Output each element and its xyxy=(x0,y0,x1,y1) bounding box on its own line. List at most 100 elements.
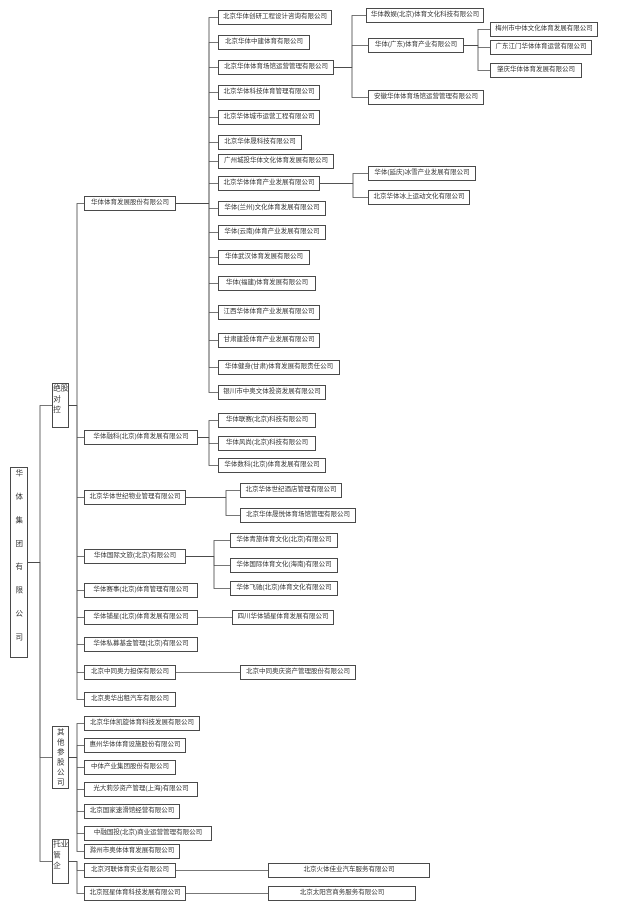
org-node-J2: 北京太阳宫商务服务有限公司 xyxy=(268,886,416,901)
connector-L3_1-A8 xyxy=(176,183,218,204)
org-node-A15: 华体健身(甘肃)体育发展有限责任公司 xyxy=(218,360,340,375)
org-node-B2: 华体风尚(北京)科技有限公司 xyxy=(218,436,316,451)
org-node-T1: 北京河联体育实业有限公司 xyxy=(84,863,176,878)
org-node-H2: 北京华体冰上运动文化有限公司 xyxy=(368,190,470,205)
org-node-A14: 甘肃建投体育产业发展有限公司 xyxy=(218,333,320,348)
org-node-D1: 华体青旅体育文化(北京)有限公司 xyxy=(230,533,338,548)
org-node-E1: 四川华体铺星体育发展有限公司 xyxy=(232,610,334,625)
org-node-D2: 华体国际体育文化(海南)有限公司 xyxy=(230,558,338,573)
connector-L3_3-C1 xyxy=(186,490,240,498)
connector-A3-G1 xyxy=(334,15,366,68)
connector-A3-G3 xyxy=(334,67,368,98)
connector-L3_1-A14 xyxy=(176,203,218,341)
org-node-O7: 滁州市奥体体育发展有限公司 xyxy=(84,844,180,859)
org-node-H1: 华体(延庆)冰雪产业发展有限公司 xyxy=(368,166,476,181)
org-node-O5: 北京国家速滑馆经营有限公司 xyxy=(84,804,180,819)
connector-juedui-L3_6 xyxy=(69,405,84,618)
connector-tuoguan-T1 xyxy=(69,861,84,871)
connector-L3_1-A4 xyxy=(176,92,218,204)
org-node-A11: 华体武汉体育发展有限公司 xyxy=(218,250,310,265)
connector-A8-H2 xyxy=(320,183,368,198)
org-node-T2: 北京冠星体育科技发展有限公司 xyxy=(84,886,186,901)
connector-juedui-L3_8 xyxy=(69,405,84,673)
org-node-O3: 中体产业集团股份有限公司 xyxy=(84,760,176,775)
org-node-tuoguan: 托管企业 xyxy=(52,839,69,884)
org-node-B1: 华体联赛(北京)科技有限公司 xyxy=(218,413,316,428)
connector-L3_1-A3 xyxy=(176,67,218,204)
org-node-G3: 安徽华体体育场馆运营管理有限公司 xyxy=(368,90,484,105)
connector-L3_2-B1 xyxy=(198,420,218,438)
org-node-A9: 华体(兰州)文化体育发展有限公司 xyxy=(218,201,326,216)
org-node-L3_5: 华体赛事(北京)体育管理有限公司 xyxy=(84,583,198,598)
connector-root-qita xyxy=(28,562,52,758)
org-node-A13: 江西华体体育产业发展有限公司 xyxy=(218,305,320,320)
org-node-L3_6: 华体铺星(北京)体育发展有限公司 xyxy=(84,610,198,625)
connector-root-juedui xyxy=(28,405,52,563)
connector-L3_4-D2 xyxy=(186,556,230,566)
org-node-L3_8: 北京中同奥力担保有限公司 xyxy=(84,665,176,680)
org-node-I1: 梅州市中体文化体育发展有限公司 xyxy=(490,22,598,37)
org-node-I2: 广东江门华体体育运营有限公司 xyxy=(490,40,592,55)
org-node-O2: 惠州华体体育设施股份有限公司 xyxy=(84,738,186,753)
connector-L3_1-A16 xyxy=(176,203,218,393)
connector-A8-H1 xyxy=(320,173,368,184)
org-node-root: 华体集团有限公司 xyxy=(10,467,28,658)
org-node-O4: 光大莉莎资产管理(上海)有限公司 xyxy=(84,782,198,797)
org-node-A4: 北京华体科技体育管理有限公司 xyxy=(218,85,320,100)
connector-L3_2-B3 xyxy=(198,437,218,466)
connector-juedui-L3_5 xyxy=(69,405,84,591)
org-node-A8: 北京华体体育产业发展有限公司 xyxy=(218,176,320,191)
org-node-A5: 北京华体城市运营工程有限公司 xyxy=(218,110,320,125)
org-node-O1: 北京华体凯旋体育科技发展有限公司 xyxy=(84,716,200,731)
connector-L3_2-B2 xyxy=(198,437,218,444)
org-node-L3_4: 华体国际文旅(北京)有限公司 xyxy=(84,549,186,564)
connector-juedui-L3_9 xyxy=(69,405,84,700)
connector-L3_1-A7 xyxy=(176,161,218,204)
connector-L3_1-A2 xyxy=(176,42,218,204)
org-node-I3: 肇庆华体体育发展有限公司 xyxy=(490,63,582,78)
connector-G2-I1 xyxy=(464,29,490,46)
org-node-L3_1: 华体体育发展股份有限公司 xyxy=(84,196,176,211)
connector-root-tuoguan xyxy=(28,562,52,862)
connector-L3_1-A12 xyxy=(176,203,218,284)
org-node-A2: 北京华体中建体育有限公司 xyxy=(218,35,310,50)
org-node-G1: 华体教娱(北京)体育文化科技有限公司 xyxy=(366,8,484,23)
org-node-A16: 银川市中奥文体投资发展有限公司 xyxy=(218,385,326,400)
connector-tuoguan-T2 xyxy=(69,861,84,894)
connector-L3_1-A9 xyxy=(176,203,218,209)
org-node-L3_9: 北京奥华出租汽车有限公司 xyxy=(84,692,176,707)
connector-qita-O4 xyxy=(69,757,84,790)
connector-L3_3-C2 xyxy=(186,497,240,516)
connector-qita-O2 xyxy=(69,745,84,758)
connector-juedui-L3_1 xyxy=(69,203,84,406)
connector-juedui-L3_4 xyxy=(69,405,84,557)
connector-L3_1-A6 xyxy=(176,142,218,204)
org-node-L3_7: 华体私募基金管理(北京)有限公司 xyxy=(84,637,198,652)
connector-L3_4-D1 xyxy=(186,540,230,557)
org-node-O6: 中融国投(北京)商业运营管理有限公司 xyxy=(84,826,212,841)
connector-qita-O7 xyxy=(69,757,84,852)
org-node-A6: 北京华体晟科技有限公司 xyxy=(218,135,302,150)
org-node-A7: 广州城投华体文化体育发展有限公司 xyxy=(218,154,334,169)
org-node-juedui: 绝对控股 xyxy=(52,383,69,428)
connector-qita-O6 xyxy=(69,757,84,834)
connector-G2-I2 xyxy=(464,45,490,48)
connector-G2-I3 xyxy=(464,45,490,71)
org-node-qita: 其他参股公司 xyxy=(52,726,69,789)
org-node-A3: 北京华体体育场馆运营管理有限公司 xyxy=(218,60,334,75)
connector-A3-G2 xyxy=(334,45,368,68)
connector-qita-O3 xyxy=(69,757,84,768)
org-node-B3: 华体数科(北京)体育发展有限公司 xyxy=(218,458,326,473)
connector-juedui-L3_2 xyxy=(69,405,84,438)
org-node-A10: 华体(云南)体育产业发展有限公司 xyxy=(218,225,326,240)
org-node-A12: 华体(福建)体育发展有限公司 xyxy=(218,276,316,291)
connector-L3_1-A13 xyxy=(176,203,218,313)
org-node-D3: 华体飞驰(北京)体育文化有限公司 xyxy=(230,581,338,596)
org-node-C2: 北京华体晟悦体育场馆管理有限公司 xyxy=(240,508,356,523)
connector-qita-O1 xyxy=(69,723,84,758)
org-node-L3_2: 华体融科(北京)体育发展有限公司 xyxy=(84,430,198,445)
org-node-A1: 北京华体创研工程设计咨询有限公司 xyxy=(218,10,332,25)
connector-L3_1-A15 xyxy=(176,203,218,368)
org-node-C1: 北京华体世纪酒店管理有限公司 xyxy=(240,483,342,498)
